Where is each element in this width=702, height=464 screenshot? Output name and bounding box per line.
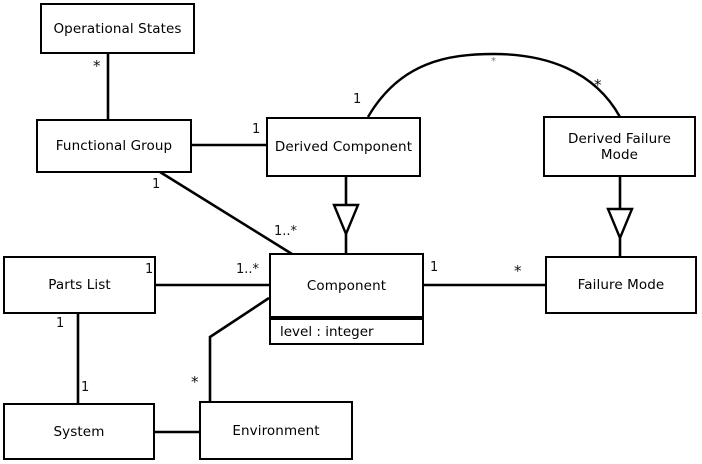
class-box-operational-states[interactable]: Operational States (40, 3, 195, 54)
multiplicity-environment-to-component: * (191, 373, 199, 391)
multiplicity-parts-list-to-system: 1 (56, 316, 65, 331)
class-name-derived-component: Derived Component (274, 139, 413, 155)
multiplicity-parts-list-to-component: 1 (145, 262, 154, 277)
multiplicity-system-from-parts-list: 1 (81, 380, 90, 395)
class-name-failure-mode: Failure Mode (577, 277, 665, 293)
multiplicity-component-to-failure-mode: 1 (430, 260, 439, 275)
class-name-derived-failure-mode: Derived Failure Mode (567, 130, 672, 163)
edge-derived-component-derived-failure-mode[interactable] (366, 52, 622, 118)
attribute-text-level: level : integer (280, 323, 374, 340)
class-box-failure-mode[interactable]: Failure Mode (545, 256, 697, 314)
multiplicity-arc-derived-component-end: 1 (353, 92, 362, 107)
multiplicity-component-from-functional-group: 1..* (274, 224, 298, 239)
class-box-derived-failure-mode[interactable]: Derived Failure Mode (543, 116, 696, 177)
class-box-environment[interactable]: Environment (199, 401, 353, 460)
multiplicity-functional-group-to-component: 1 (152, 177, 161, 192)
multiplicity-operational-states-end: * (93, 57, 101, 75)
generalization-triangle-derived-failure-mode (606, 207, 634, 242)
class-name-operational-states: Operational States (53, 20, 182, 37)
multiplicity-component-from-parts-list: 1..* (236, 262, 260, 277)
class-name-system: System (53, 423, 105, 440)
multiplicity-arc-midpoint: * (491, 56, 496, 67)
class-name-component: Component (306, 277, 387, 294)
class-box-system[interactable]: System (3, 403, 155, 460)
class-name-environment: Environment (232, 422, 320, 439)
edge-functional-group-component[interactable] (159, 170, 293, 256)
multiplicity-arc-derived-failure-mode-end: * (594, 76, 602, 94)
edge-environment-component[interactable] (208, 296, 270, 401)
multiplicity-failure-mode-from-component: * (514, 262, 522, 280)
generalization-triangle-derived-component (332, 203, 360, 238)
class-box-functional-group[interactable]: Functional Group (36, 119, 192, 173)
class-box-parts-list[interactable]: Parts List (3, 256, 156, 314)
class-name-parts-list: Parts List (48, 277, 111, 293)
class-box-component[interactable]: Component (269, 253, 424, 318)
class-attribute-component-level: level : integer (269, 318, 424, 345)
class-box-derived-component[interactable]: Derived Component (266, 117, 421, 177)
class-name-functional-group: Functional Group (55, 138, 173, 154)
multiplicity-derived-component-from-functional-group: 1 (252, 122, 261, 137)
